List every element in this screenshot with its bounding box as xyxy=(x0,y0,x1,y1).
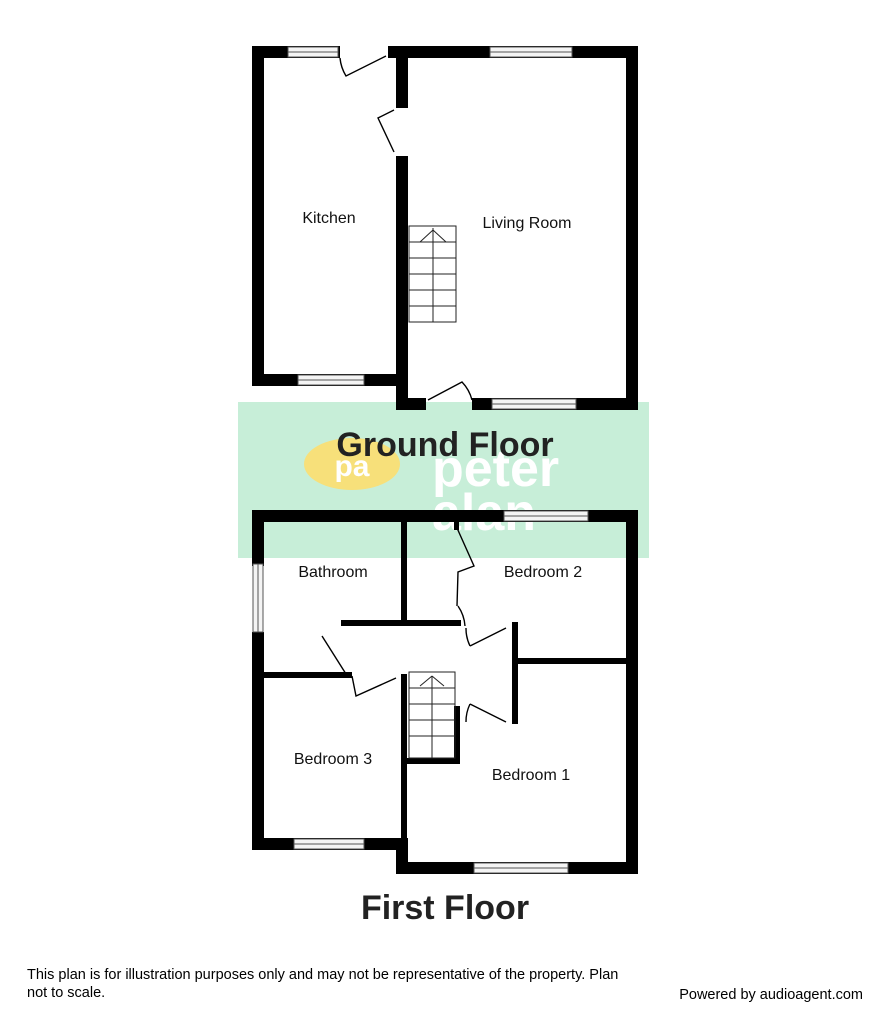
room-label-kitchen: Kitchen xyxy=(302,210,355,227)
ground-floor-doors xyxy=(339,55,473,401)
wall xyxy=(454,520,459,530)
first-floor-doors xyxy=(321,527,507,723)
door xyxy=(469,627,507,647)
room-label-bedroom-2: Bedroom 2 xyxy=(504,564,582,581)
door xyxy=(351,675,397,697)
disclaimer-text: This plan is for illustration purposes o… xyxy=(27,967,619,1001)
watermark-logo-circle xyxy=(304,438,400,490)
wall xyxy=(404,758,460,764)
wall xyxy=(252,46,264,386)
door xyxy=(339,55,387,77)
door xyxy=(456,527,475,607)
wall xyxy=(512,622,518,724)
room-label-bedroom-3: Bedroom 3 xyxy=(294,751,372,768)
ground-floor-windows xyxy=(287,46,577,410)
powered-by-credit: Powered by audioagent.com xyxy=(679,987,863,1003)
wall xyxy=(396,398,426,410)
room-label-living-room: Living Room xyxy=(483,215,572,232)
watermark-brand-line-1: peter xyxy=(432,440,559,498)
floor-title-first: First Floor xyxy=(361,889,529,927)
watermark-logo-text: pa xyxy=(334,450,369,483)
wall xyxy=(341,620,461,626)
first-floor-stairs xyxy=(408,671,456,759)
door xyxy=(465,627,471,647)
door xyxy=(457,605,466,627)
wall xyxy=(396,46,408,108)
door xyxy=(321,635,347,675)
ground-floor-stairs xyxy=(408,225,457,323)
wall xyxy=(262,672,352,678)
door xyxy=(427,381,473,401)
door xyxy=(377,109,395,153)
first-floor-windows xyxy=(252,510,589,874)
watermark-band xyxy=(238,402,649,558)
room-label-bedroom-1: Bedroom 1 xyxy=(492,767,570,784)
floor-title-ground: Ground Floor xyxy=(336,426,553,464)
wall xyxy=(396,156,408,410)
wall xyxy=(252,632,264,850)
wall xyxy=(454,706,460,764)
ground-floor-plan xyxy=(252,46,638,410)
wall xyxy=(626,46,638,410)
wall xyxy=(252,510,264,566)
wall xyxy=(626,510,638,874)
room-label-bathroom: Bathroom xyxy=(298,564,367,581)
door xyxy=(469,703,507,723)
wall xyxy=(512,658,632,664)
door xyxy=(465,703,471,723)
wall xyxy=(401,520,407,624)
